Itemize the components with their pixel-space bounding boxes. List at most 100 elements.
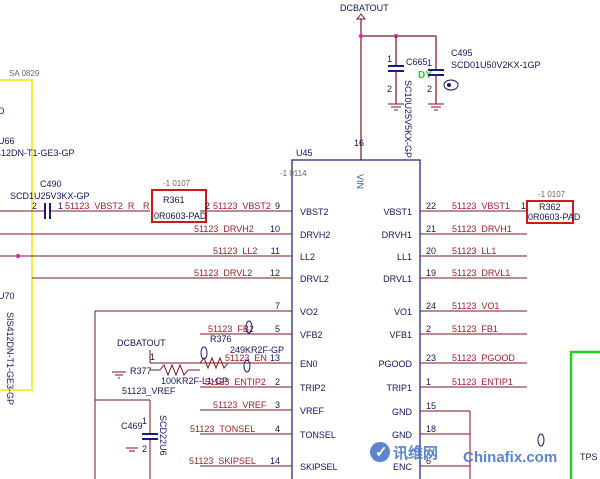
r361-ref: R361: [163, 195, 185, 205]
svg-text:✓: ✓: [375, 444, 388, 461]
r362-highlight: [526, 200, 574, 224]
dcbatout-top: DCBATOUT: [340, 3, 389, 13]
net-label: 51123_DRVH2: [194, 224, 254, 234]
vref-net-left: 51123_VREF: [122, 386, 176, 396]
pin-name: VFB1: [389, 330, 412, 340]
r377-part: 100KR2F-L1-GP: [161, 376, 228, 386]
pin-num: 2: [205, 201, 210, 211]
net-label: 51123_ENTIP2: [205, 377, 266, 387]
dcbatout-left: DCBATOUT: [117, 338, 166, 348]
probe-icon: [537, 433, 545, 447]
net-r-label: R: [143, 201, 150, 211]
ic-pin-right: DRVL1 19 51123_DRVL1: [383, 268, 527, 284]
pin-name: GND: [392, 407, 413, 417]
pin-name: SKIPSEL: [300, 462, 338, 472]
pin-number: 12: [270, 268, 280, 278]
pin-number: 23: [426, 353, 436, 363]
c490-ref: C490: [40, 179, 62, 189]
pin-number: 4: [275, 424, 280, 434]
net-label: 51123_LL1: [452, 246, 496, 256]
ic-pin-right: VBST1 22 51123_VBST1: [383, 201, 527, 217]
r377-ref: R377: [130, 366, 152, 376]
pin-number: 11: [271, 246, 280, 256]
ic-pin-right: ENC 6: [393, 456, 470, 472]
vin-label: VIN: [355, 174, 365, 189]
ground-symbol: [388, 103, 404, 111]
pin-number: 5: [275, 324, 280, 334]
ground-symbol: [126, 447, 138, 452]
u70-part: SIS412DN-T1-GE3-GP: [5, 312, 15, 405]
pin-number: 6: [426, 456, 431, 466]
r376-part: 249KR2F-GP: [230, 345, 284, 355]
r376-zigzag: [199, 356, 229, 370]
u66-ref: U66: [0, 136, 15, 146]
pin-num: 1: [521, 201, 526, 211]
pin-name: VBST1: [383, 207, 412, 217]
watermark-en: Chinafix.com: [463, 449, 557, 466]
pin-name: VBST2: [300, 207, 329, 217]
c495-ref: C495: [451, 48, 473, 58]
c665-part: SC10U25V5KX-GP: [403, 80, 413, 158]
r361-highlight: [151, 189, 207, 223]
c665-ref: C665: [406, 57, 428, 67]
pin-num: 2: [32, 201, 37, 211]
pin-num: 2: [387, 84, 392, 94]
pin-number: 14: [270, 456, 280, 466]
watermark-cn: 讯维网: [393, 444, 438, 462]
net-label: 51123_VBST1: [452, 201, 510, 211]
pin-name: PGOOD: [378, 359, 412, 369]
pin-number: 3: [275, 400, 280, 410]
yellow-ic-outline: [0, 79, 33, 391]
pin-name: DRVL1: [383, 274, 412, 284]
pin-name: GND: [392, 430, 413, 440]
pin-name: ENC: [393, 462, 413, 472]
pin-number: 9: [275, 201, 280, 211]
pin-number: 20: [426, 246, 436, 256]
pin-number: 7: [275, 301, 280, 311]
r376-ref: R376: [210, 334, 232, 344]
net-label: 51123_DRVL1: [452, 268, 510, 278]
pin-name: TONSEL: [300, 430, 336, 440]
ic-pin-right: LL1 20 51123_LL1: [397, 246, 527, 262]
pin-num: 1: [150, 352, 155, 362]
r377-zigzag: [159, 363, 189, 377]
pin-num: 1: [142, 416, 147, 426]
pin-name: TRIP2: [300, 383, 326, 393]
pin-name: DRVH2: [300, 230, 330, 240]
pin-name: LL1: [397, 252, 412, 262]
pin-num: 1: [387, 54, 392, 64]
pin-name: VO1: [394, 307, 412, 317]
pin-number: 19: [426, 268, 436, 278]
net-label: 51123_DRVH1: [452, 224, 512, 234]
pin-name: TRIP1: [386, 383, 412, 393]
net-label: 51123_EN: [225, 353, 267, 363]
sa-label: SA 0829: [9, 69, 40, 78]
probe-icon: [200, 320, 253, 373]
ground-symbol: [112, 371, 126, 379]
junction-dot: [358, 33, 364, 39]
pin-number: 21: [426, 224, 436, 234]
pin-number: 15: [426, 401, 436, 411]
junction-dot: [15, 253, 21, 259]
net-label: 51123_FB2: [208, 324, 254, 334]
vin-pin-number: 16: [354, 138, 364, 148]
c490-part: SCD1U25V3KX-GP: [10, 191, 90, 201]
net-label: 51123_SKIPSEL: [189, 456, 256, 466]
pin-num: 2: [427, 84, 432, 94]
pin-number: 22: [426, 201, 436, 211]
u45-ref: U45: [296, 148, 313, 158]
u70-ref: U70: [0, 291, 15, 301]
ic-pin-left: SKIPSEL 14 51123_SKIPSEL: [189, 456, 338, 472]
c495-part: SCD01U50V2KX-1GP: [451, 60, 541, 70]
u45-ic-body: [291, 159, 421, 479]
c469-ref: C469: [121, 421, 143, 431]
r361-part: 0R0603-PAD: [154, 211, 207, 221]
net-label: 51123_TONSEL: [190, 424, 255, 434]
